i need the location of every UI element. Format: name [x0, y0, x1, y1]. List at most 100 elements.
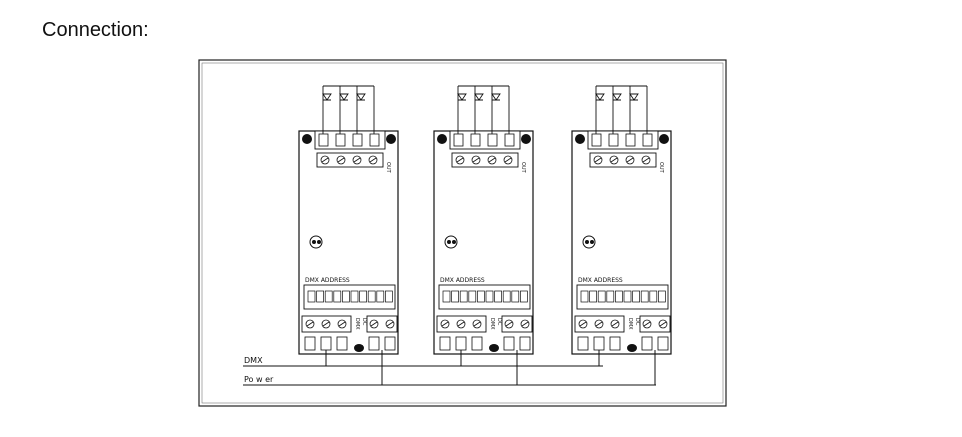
- dmx-tag: DMX: [354, 318, 360, 330]
- screw-slot: [488, 157, 496, 163]
- dmx-tag: DMX: [627, 318, 633, 330]
- screw-slot: [472, 157, 480, 163]
- output-label: OUT: [385, 162, 391, 174]
- power-tag: DC: [496, 318, 502, 326]
- power-tag: DC: [634, 318, 640, 326]
- output-connector: [449, 130, 521, 150]
- output-terminal-strip: [451, 152, 519, 168]
- screw-slot: [643, 321, 651, 327]
- screw-slot: [610, 157, 618, 163]
- output-pin: [504, 133, 515, 147]
- screw-slot: [659, 321, 667, 327]
- mounting-hole: [659, 134, 669, 144]
- dip-switch: [502, 290, 511, 303]
- dip-switch: [342, 290, 350, 303]
- output-pin: [487, 133, 498, 147]
- dmx-pin: [593, 336, 605, 351]
- dip-switch: [658, 290, 666, 303]
- dip-switch: [451, 290, 459, 303]
- dip-switch: [580, 290, 589, 303]
- dip-switch: [649, 290, 658, 303]
- dip-switch: [623, 290, 632, 303]
- status-dot: [452, 240, 456, 244]
- dip-switch: [442, 290, 451, 303]
- screw-slot: [353, 157, 361, 163]
- diagram-inner-frame: [201, 62, 724, 404]
- power-pin: [368, 336, 380, 351]
- led-icon: [457, 93, 467, 101]
- mounting-hole: [437, 134, 447, 144]
- dip-switch: [485, 290, 494, 303]
- dip-switch: [376, 290, 385, 303]
- mounting-hole: [386, 134, 396, 144]
- dip-switch: [589, 290, 597, 303]
- power-pin: [519, 336, 531, 351]
- led-icon: [612, 93, 622, 101]
- led-icon: [474, 93, 484, 101]
- dip-switch: [385, 290, 393, 303]
- power-pin: [384, 336, 396, 351]
- dip-switch: [333, 290, 342, 303]
- screw-slot: [626, 157, 634, 163]
- led-icon: [356, 93, 366, 101]
- screw-slot: [642, 157, 650, 163]
- output-terminal-strip: [589, 152, 657, 168]
- dip-switch: [324, 290, 333, 303]
- output-pin: [470, 133, 481, 147]
- screw-slot: [473, 321, 481, 327]
- led-icon: [491, 93, 501, 101]
- mounting-hole: [627, 344, 637, 352]
- screw-slot: [369, 157, 377, 163]
- dip-switch: [350, 290, 359, 303]
- screw-slot: [611, 321, 619, 327]
- screw-slot: [337, 157, 345, 163]
- screw-slot: [457, 321, 465, 327]
- mounting-hole: [302, 134, 312, 144]
- mounting-hole: [354, 344, 364, 352]
- screw-slot: [321, 157, 329, 163]
- dmx-tag: DMX: [489, 318, 495, 330]
- dmx-address-label: DMX ADDRESS: [440, 277, 485, 284]
- dmx-pin: [577, 336, 589, 351]
- output-pin: [318, 133, 329, 147]
- screw-slot: [505, 321, 513, 327]
- mounting-hole: [575, 134, 585, 144]
- screw-slot: [370, 321, 378, 327]
- screw-slot: [594, 157, 602, 163]
- dmx-pin: [439, 336, 451, 351]
- output-label: OUT: [658, 162, 664, 174]
- output-connector: [314, 130, 386, 150]
- dmx-address-label: DMX ADDRESS: [578, 277, 623, 284]
- dmx-pin: [336, 336, 348, 351]
- status-dot: [312, 240, 316, 244]
- dip-switch: [632, 290, 640, 303]
- output-pin: [453, 133, 464, 147]
- dip-switch: [316, 290, 324, 303]
- screw-slot: [441, 321, 449, 327]
- dip-switch: [494, 290, 502, 303]
- mounting-hole: [521, 134, 531, 144]
- screw-slot: [322, 321, 330, 327]
- output-pin: [369, 133, 380, 147]
- output-terminal-strip: [316, 152, 384, 168]
- status-dot: [447, 240, 451, 244]
- dip-switch: [359, 290, 367, 303]
- dip-switch: [367, 290, 376, 303]
- power-pin: [657, 336, 669, 351]
- output-pin: [591, 133, 602, 147]
- screw-slot: [595, 321, 603, 327]
- led-icon: [595, 93, 605, 101]
- power-pin: [641, 336, 653, 351]
- output-pin: [608, 133, 619, 147]
- dip-switch: [477, 290, 485, 303]
- screw-slot: [338, 321, 346, 327]
- dip-switch: [468, 290, 477, 303]
- output-pin: [352, 133, 363, 147]
- screw-slot: [504, 157, 512, 163]
- led-icon: [339, 93, 349, 101]
- power-pin: [503, 336, 515, 351]
